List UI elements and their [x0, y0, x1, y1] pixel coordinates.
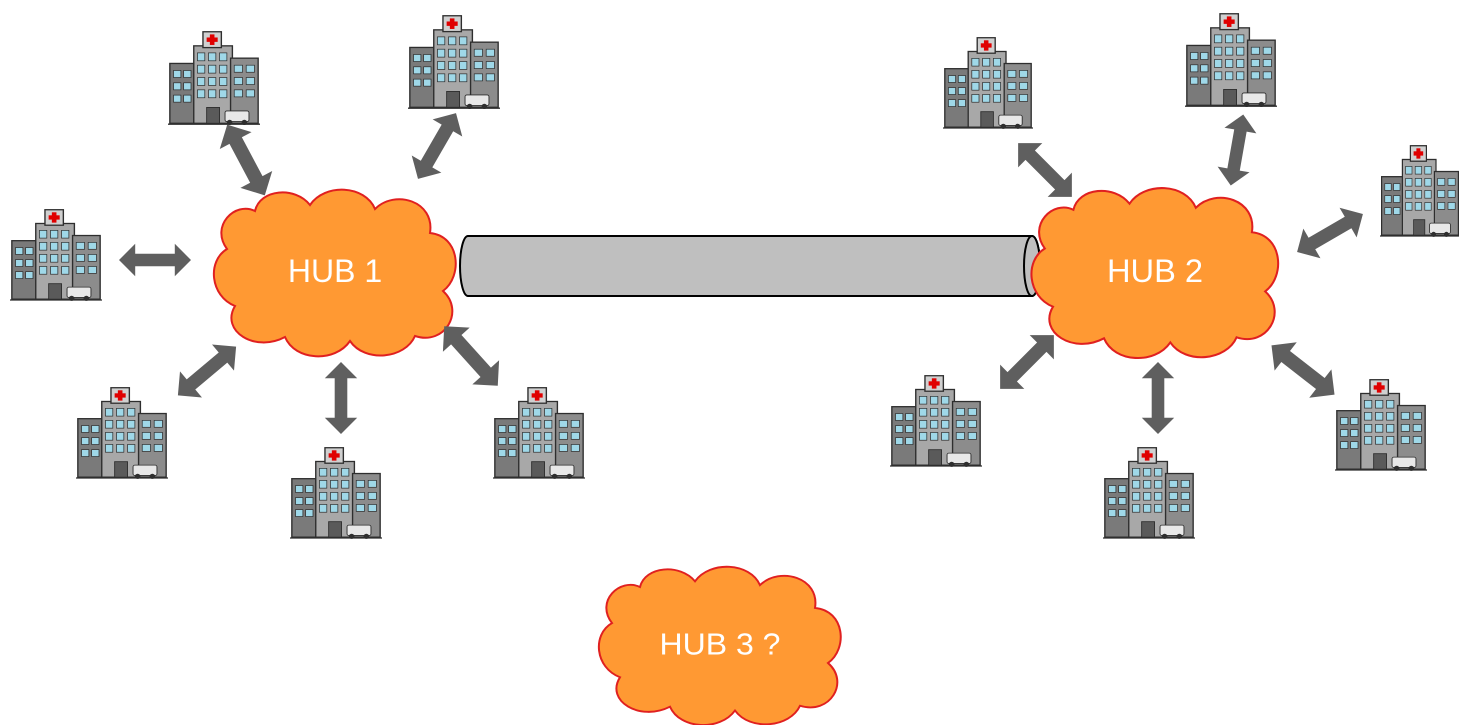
hub-2-label: HUB 2 — [1107, 252, 1203, 289]
hub-1-cloud: HUB 1 — [212, 188, 457, 358]
hub-3-label: HUB 3 ? — [660, 627, 781, 661]
hospital-building-icon — [407, 15, 501, 110]
hub-link-pipe — [459, 235, 1041, 297]
hospital-building-icon — [1184, 13, 1278, 108]
hospital-building-icon — [1102, 447, 1196, 540]
hospital-building-icon — [1379, 145, 1459, 238]
double-arrow-icon — [1214, 111, 1260, 189]
hospital-building-icon — [492, 387, 586, 480]
hospital-building-icon — [9, 209, 103, 302]
double-arrow-icon — [211, 116, 281, 204]
hospital-building-icon — [1334, 379, 1428, 472]
double-arrow-icon — [403, 104, 471, 188]
hospital-building-icon — [942, 37, 1034, 130]
hub-2-cloud: HUB 2 — [1030, 187, 1280, 360]
double-arrow-icon — [324, 362, 358, 434]
hospital-building-icon — [75, 387, 169, 480]
double-arrow-icon — [1260, 331, 1346, 409]
double-arrow-icon — [988, 323, 1066, 401]
hub-1-label: HUB 1 — [288, 253, 382, 289]
hospital-building-icon — [289, 447, 383, 540]
double-arrow-icon — [166, 333, 248, 409]
hospital-building-icon — [167, 31, 261, 126]
hospital-building-icon — [889, 375, 983, 468]
double-arrow-icon — [1006, 131, 1084, 209]
double-arrow-icon — [1288, 199, 1372, 267]
hub-3-cloud: HUB 3 ? — [597, 565, 842, 725]
double-arrow-icon — [1141, 362, 1175, 434]
double-arrow-icon — [119, 243, 191, 277]
